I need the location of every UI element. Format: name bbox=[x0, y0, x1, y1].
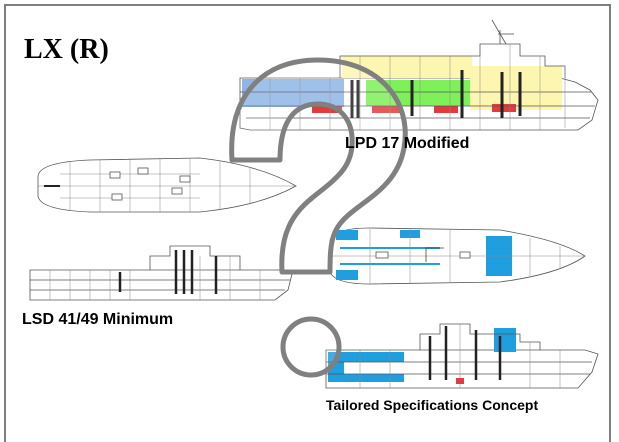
lsd-profile bbox=[29, 245, 293, 301]
lpd17-yellow-zone bbox=[470, 66, 562, 110]
lsd-plan-view bbox=[37, 157, 297, 213]
tailored-blue-zone bbox=[336, 270, 358, 280]
tailored-profile bbox=[325, 323, 599, 389]
lpd17-well-deck-zone bbox=[242, 79, 344, 107]
lpd17-red-zone bbox=[434, 106, 458, 113]
question-mark-icon bbox=[229, 57, 408, 378]
lpd17-label: LPD 17 Modified bbox=[345, 135, 470, 152]
tailored-blue-zone bbox=[328, 352, 344, 382]
lsd-label: LSD 41/49 Minimum bbox=[22, 311, 174, 328]
tailored-blue-zone bbox=[344, 374, 404, 382]
lpd17-red-zone bbox=[492, 104, 516, 112]
tailored-blue-zone bbox=[336, 230, 358, 240]
tailored-red-zone bbox=[456, 378, 464, 384]
lpd17-red-zone bbox=[312, 106, 342, 113]
tailored-blue-zone bbox=[494, 328, 516, 352]
slide-frame bbox=[4, 4, 611, 442]
tailored-plan-view bbox=[329, 227, 586, 285]
page-title: LX (R) bbox=[24, 34, 109, 65]
tailored-label: Tailored Specifications Concept bbox=[326, 397, 539, 413]
lpd17-red-zone bbox=[372, 106, 400, 113]
tailored-blue-zone bbox=[344, 352, 404, 362]
